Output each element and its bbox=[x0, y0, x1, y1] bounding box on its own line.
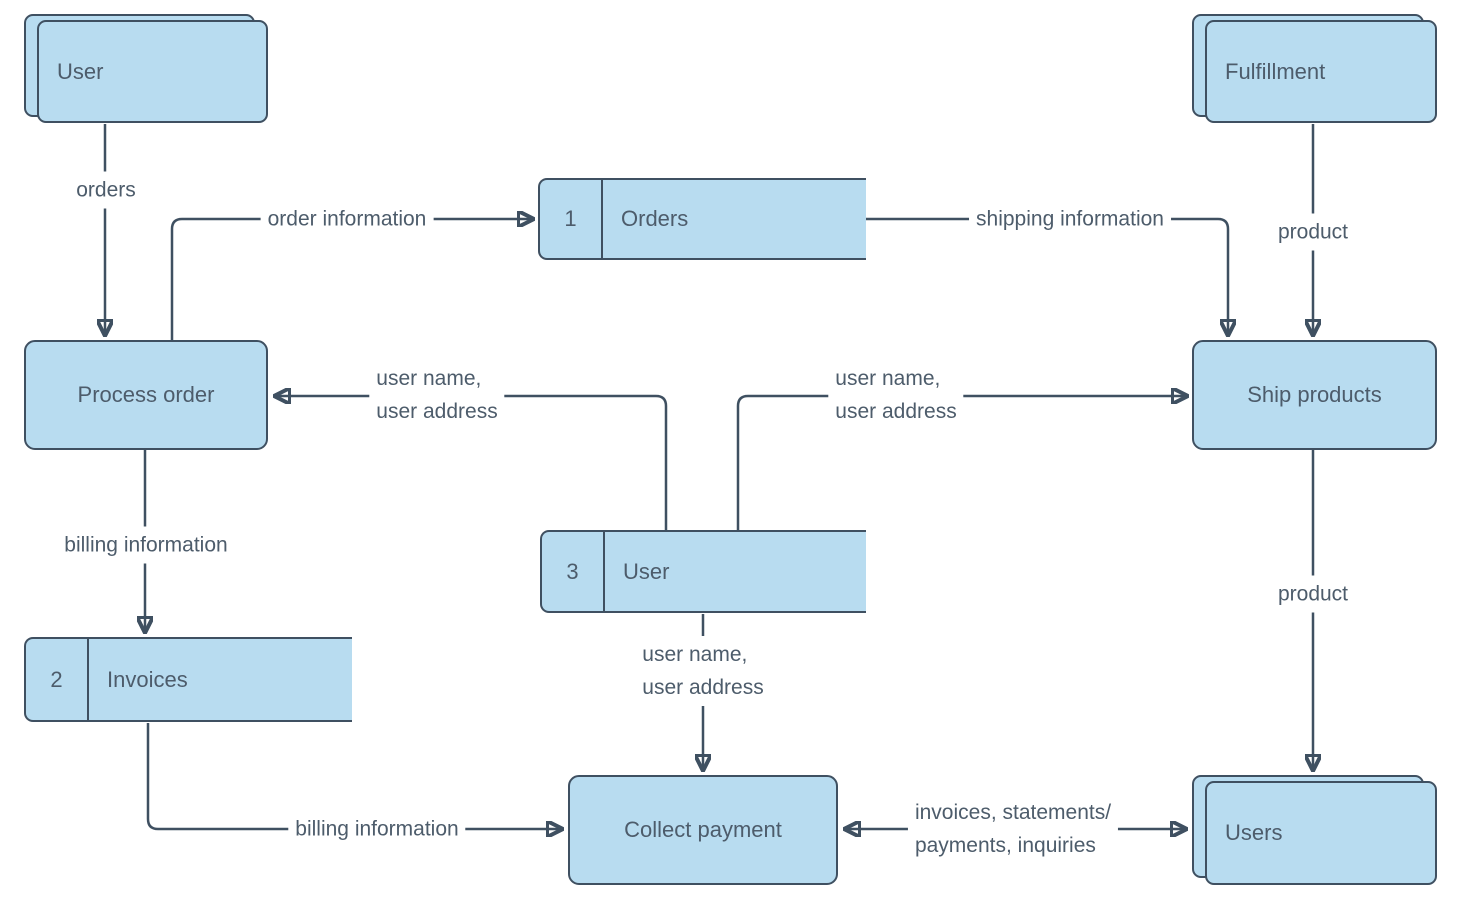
connector-user-store-to-process-order[interactable] bbox=[274, 396, 668, 530]
flow-label-billing-information-right[interactable]: billing information bbox=[288, 810, 466, 848]
flow-label-order-information[interactable]: order information bbox=[260, 200, 434, 238]
connector-user-store-to-ship-products[interactable] bbox=[736, 396, 1188, 530]
flow-label-product-bottom[interactable]: product bbox=[1270, 575, 1356, 613]
flow-label-shipping-information[interactable]: shipping information bbox=[969, 200, 1171, 238]
flow-label-billing-information-down[interactable]: billing information bbox=[57, 526, 235, 564]
entity-fulfillment-label: Fulfillment bbox=[1225, 58, 1326, 84]
flow-label-user-details-right-line1: user name, bbox=[835, 367, 941, 390]
connector-orders-store-to-ship-products[interactable] bbox=[866, 217, 1228, 336]
entity-users-bottom[interactable]: Users bbox=[1192, 775, 1437, 885]
flow-label-user-details-down-line1: user name, bbox=[642, 643, 748, 666]
process-process-order-label: Process order bbox=[77, 382, 215, 407]
process-process-order[interactable]: Process order bbox=[24, 340, 268, 450]
store-user-label: User bbox=[623, 558, 670, 584]
connector-process-order-to-orders-store[interactable] bbox=[170, 219, 534, 340]
flow-label-user-details-down-line2: user address bbox=[642, 676, 764, 699]
process-collect-payment-label: Collect payment bbox=[624, 817, 782, 842]
connector-invoices-store-to-collect-payment[interactable] bbox=[146, 723, 563, 829]
flow-label-user-details-left[interactable]: user name, user address bbox=[369, 360, 505, 430]
flow-label-invoices-statements-line1: invoices, statements/ bbox=[914, 801, 1112, 824]
entity-user-top-body[interactable]: User bbox=[37, 20, 268, 123]
store-orders-label: Orders bbox=[621, 206, 689, 231]
entity-fulfillment-body[interactable]: Fulfillment bbox=[1205, 20, 1437, 123]
flow-label-user-details-left-line2: user address bbox=[376, 400, 498, 423]
store-orders-number: 1 bbox=[540, 180, 603, 258]
flow-label-invoices-statements-line2: payments, inquiries bbox=[914, 834, 1096, 857]
flow-label-orders[interactable]: orders bbox=[69, 171, 143, 209]
entity-users-bottom-label: Users bbox=[1225, 820, 1283, 845]
flow-label-user-details-right-line2: user address bbox=[835, 400, 957, 423]
store-invoices-number: 2 bbox=[26, 639, 89, 720]
flow-label-product-top[interactable]: product bbox=[1270, 213, 1356, 251]
flow-label-user-details-down[interactable]: user name, user address bbox=[635, 636, 771, 706]
process-collect-payment[interactable]: Collect payment bbox=[568, 775, 838, 885]
store-user[interactable]: 3 User bbox=[540, 530, 866, 613]
store-orders[interactable]: 1 Orders bbox=[538, 178, 866, 260]
store-invoices[interactable]: 2 Invoices bbox=[24, 637, 352, 722]
flow-label-user-details-right[interactable]: user name, user address bbox=[828, 360, 964, 430]
flow-label-invoices-statements[interactable]: invoices, statements/ payments, inquirie… bbox=[907, 794, 1119, 864]
entity-users-bottom-body[interactable]: Users bbox=[1205, 781, 1437, 885]
flow-label-user-details-left-line1: user name, bbox=[376, 367, 482, 390]
store-invoices-label: Invoices bbox=[107, 666, 188, 692]
entity-fulfillment[interactable]: Fulfillment bbox=[1192, 14, 1437, 124]
process-ship-products-label: Ship products bbox=[1247, 382, 1382, 407]
store-user-number: 3 bbox=[542, 532, 605, 611]
entity-user-top[interactable]: User bbox=[24, 14, 268, 124]
entity-user-top-label: User bbox=[57, 58, 104, 84]
process-ship-products[interactable]: Ship products bbox=[1192, 340, 1437, 450]
